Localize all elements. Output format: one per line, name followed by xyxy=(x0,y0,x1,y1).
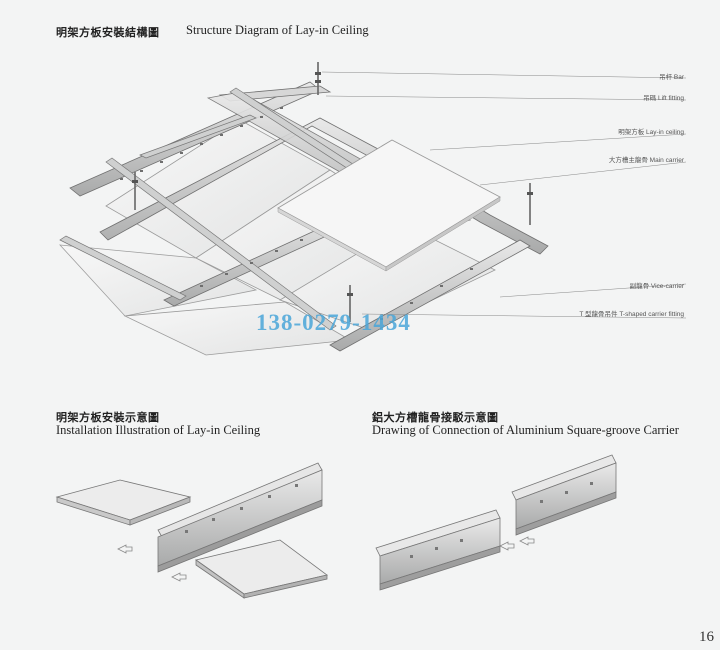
header-title-en: Structure Diagram of Lay-in Ceiling xyxy=(186,23,369,37)
label-main-carrier: 大方槽主龍骨 Main carrier xyxy=(608,157,684,164)
leader-lines xyxy=(321,71,687,319)
header-title-cn: 明架方板安裝結構圖 xyxy=(56,26,160,39)
installation-title-en: Installation Illustration of Lay-in Ceil… xyxy=(56,423,261,437)
connection-illustration xyxy=(375,454,617,591)
hanger-bars xyxy=(134,62,531,322)
connection-title-en: Drawing of Connection of Aluminium Squar… xyxy=(372,423,679,437)
installation-title-cn: 明架方板安裝示意圖 xyxy=(56,411,160,424)
label-lift-fitting: 吊碼 Lift fitting xyxy=(643,95,684,102)
connection-title-cn: 鋁大方槽龍骨接駁示意圖 xyxy=(372,411,499,424)
watermark-phone: 138-0279-1434 xyxy=(256,310,411,335)
page-number: 16 xyxy=(699,629,714,645)
label-bar: 吊杆 Bar xyxy=(659,74,684,81)
installation-illustration xyxy=(55,462,328,599)
label-vice-carrier: 副龍骨 Vice-carrier xyxy=(629,283,684,290)
label-lay-in-ceiling: 明架方板 Lay-in ceiling xyxy=(618,129,684,136)
rail-slots xyxy=(120,107,473,320)
label-t-shaped-fitting: T 型龍骨吊件 T-shaped carrier fitting xyxy=(579,311,684,318)
direction-arrows xyxy=(117,536,535,582)
